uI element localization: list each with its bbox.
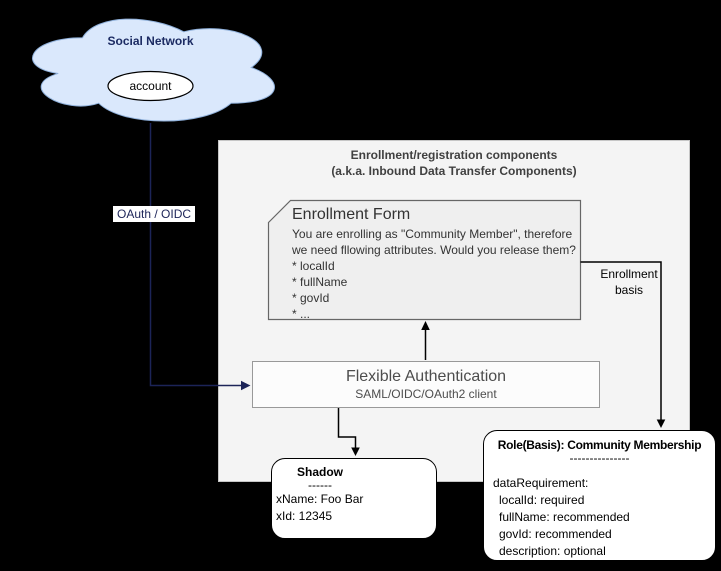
enrollment-basis-label-line1: Enrollment xyxy=(600,267,658,281)
role-requirements: dataRequirement: localId: required fullN… xyxy=(493,475,715,560)
form-attribute-localid: * localId xyxy=(292,259,335,273)
role-divider: --------------- xyxy=(569,451,630,465)
enrollment-basis-label-line2: basis xyxy=(614,283,643,297)
shadow-box: Shadow ------ xName: Foo Bar xId: 12345 xyxy=(271,458,437,539)
shadow-divider: ------ xyxy=(308,478,332,492)
role-requirement-govid: govId: recommended xyxy=(499,527,612,541)
form-attribute-govid: * govId xyxy=(292,291,330,305)
form-attribute-fullname: * fullName xyxy=(292,275,348,289)
shadow-title: Shadow xyxy=(296,465,343,479)
container-title: Enrollment/registration components (a.k.… xyxy=(218,147,690,179)
flexible-auth-box: Flexible Authentication SAML/OIDC/OAuth2… xyxy=(252,361,600,408)
role-basis-box: Role(Basis): Community Membership ------… xyxy=(483,430,716,561)
shadow-field-xid: xId: 12345 xyxy=(276,509,333,523)
social-network-label: Social Network xyxy=(107,34,194,48)
enrollment-form-note: Enrollment Form You are enrolling as "Co… xyxy=(292,204,576,322)
enrollment-form-title: Enrollment Form xyxy=(292,206,411,223)
flexible-auth-subtitle: SAML/OIDC/OAuth2 client xyxy=(355,387,497,401)
role-title: Role(Basis): Community Membership xyxy=(497,438,702,452)
role-requirement-description: description: optional xyxy=(499,544,606,558)
account-label: account xyxy=(129,79,172,93)
enrollment-basis-label: Enrollment basis xyxy=(594,266,664,298)
role-requirement-localid: localId: required xyxy=(499,493,585,507)
role-requirements-header: dataRequirement: xyxy=(493,476,589,490)
oauth-oidc-edge-label: OAuth / OIDC xyxy=(113,206,196,222)
container-title-line2: (a.k.a. Inbound Data Transfer Components… xyxy=(331,164,577,178)
form-attribute-more: * ... xyxy=(292,307,311,321)
container-title-line1: Enrollment/registration components xyxy=(350,148,558,162)
form-body-line2: we need fllowing attributes. Would you r… xyxy=(292,243,576,257)
form-body-line1: You are enrolling as "Community Member",… xyxy=(292,227,573,241)
role-requirement-fullname: fullName: recommended xyxy=(499,510,630,524)
shadow-field-xname: xName: Foo Bar xyxy=(276,492,364,506)
flexible-auth-title: Flexible Authentication xyxy=(345,368,507,385)
